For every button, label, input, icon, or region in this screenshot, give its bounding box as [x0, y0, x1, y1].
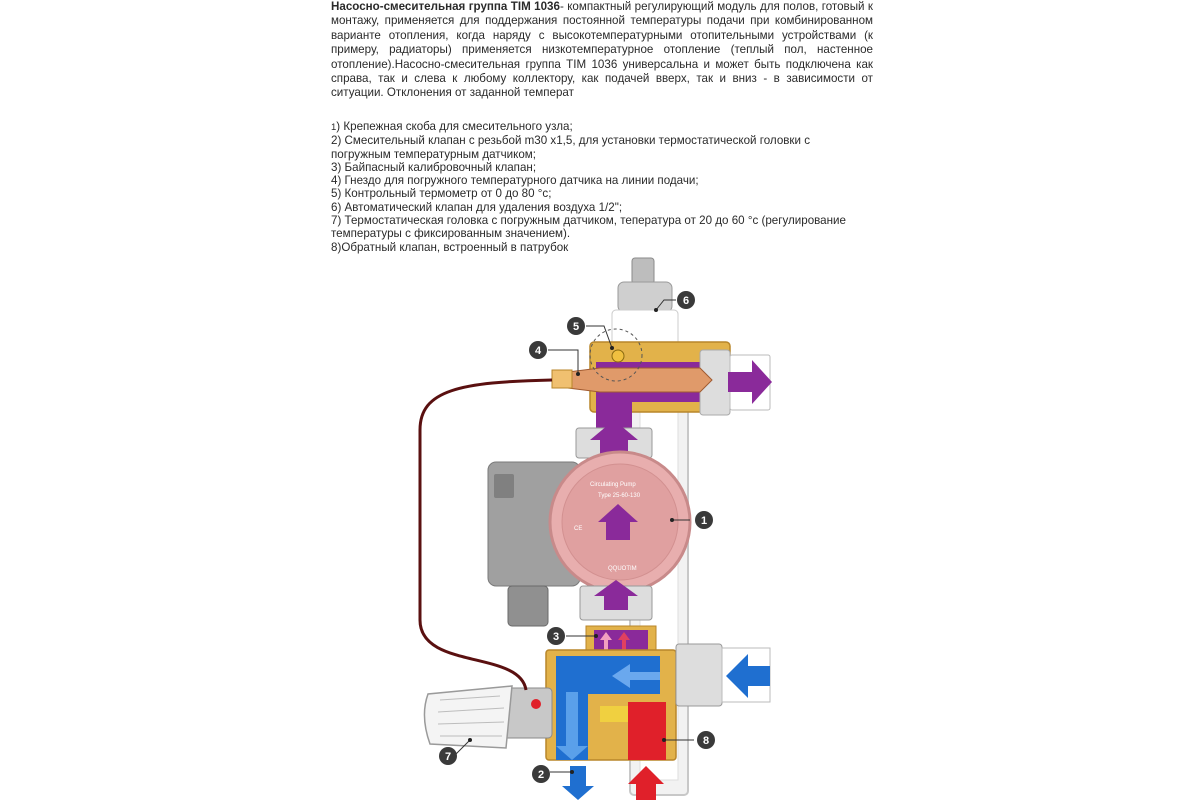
sensor-capillary-cable	[418, 378, 553, 691]
callout-2: 2	[532, 765, 550, 783]
pump-type: Type 25-60-130	[598, 493, 641, 499]
svg-text:7: 7	[445, 751, 451, 763]
callout-6: 6	[677, 291, 695, 309]
part-item: 2) Смесительный клапан с резьбой m30 x1,…	[331, 134, 810, 161]
svg-text:6: 6	[683, 295, 689, 307]
part-item: 7) Термостатическая головка с погружным …	[331, 214, 846, 241]
svg-text:4: 4	[535, 345, 542, 357]
callout-5: 5	[567, 317, 585, 335]
part-item: 3) Байпасный калибровочный клапан;	[331, 160, 537, 174]
svg-text:3: 3	[553, 631, 559, 643]
svg-text:2: 2	[538, 769, 544, 781]
air-vent-valve	[611, 257, 679, 351]
intro-title: Насосно-смесительная группа TIM 1036	[331, 0, 560, 13]
sensor-well	[551, 367, 713, 393]
parts-list: 1) Крепежная скоба для смесительного узл…	[331, 120, 851, 254]
intro-paragraph: Насосно-смесительная группа TIM 1036- ко…	[331, 0, 873, 101]
part-item: 6) Автоматический клапан для удаления во…	[331, 200, 623, 214]
callout-8: 8	[697, 731, 715, 749]
flow-arrow-up-top	[590, 420, 638, 460]
callout-1: 1	[695, 511, 713, 529]
svg-text:8: 8	[703, 735, 709, 747]
callout-4: 4	[529, 341, 547, 359]
pump-title: Circulating Pump	[590, 482, 636, 488]
thermostatic-head	[423, 685, 553, 749]
supply-outlet-arrow	[728, 360, 772, 404]
callout-3: 3	[547, 627, 565, 645]
intro-body: - компактный регулирующий модуль для пол…	[331, 0, 873, 100]
part-item: 5) Контрольный термометр от 0 до 80 °c;	[331, 187, 552, 201]
callout-markers: 1 2 3 4 5 6 7 8	[439, 291, 715, 783]
pump-ce-mark: CE	[574, 526, 582, 532]
mixing-valve-body	[545, 643, 771, 761]
part-item: 1) Крепежная скоба для смесительного узл…	[331, 120, 573, 133]
pump-brand: QQUOTIM	[608, 566, 637, 572]
svg-text:5: 5	[573, 321, 579, 333]
callout-7: 7	[439, 747, 457, 765]
part-item: 8)Обратный клапан, встроенный в патрубок	[331, 240, 569, 254]
return-flow-arrow-left	[612, 664, 660, 688]
part-item: 4) Гнездо для погружного температурного …	[331, 174, 699, 188]
mixed-outlet-arrow-down	[562, 766, 594, 800]
return-inlet-arrow	[726, 654, 770, 698]
return-flow-arrow-down	[556, 692, 588, 760]
svg-text:1: 1	[701, 515, 707, 527]
hot-inlet-arrow-up	[628, 766, 664, 800]
circulating-pump: Circulating Pump Type 25-60-130 CE QQUOT…	[487, 450, 692, 627]
callout-leaders	[455, 299, 694, 774]
flow-arrow-pump	[598, 504, 638, 540]
control-thermometer	[589, 328, 643, 382]
flow-arrow-up-lower	[594, 580, 638, 610]
